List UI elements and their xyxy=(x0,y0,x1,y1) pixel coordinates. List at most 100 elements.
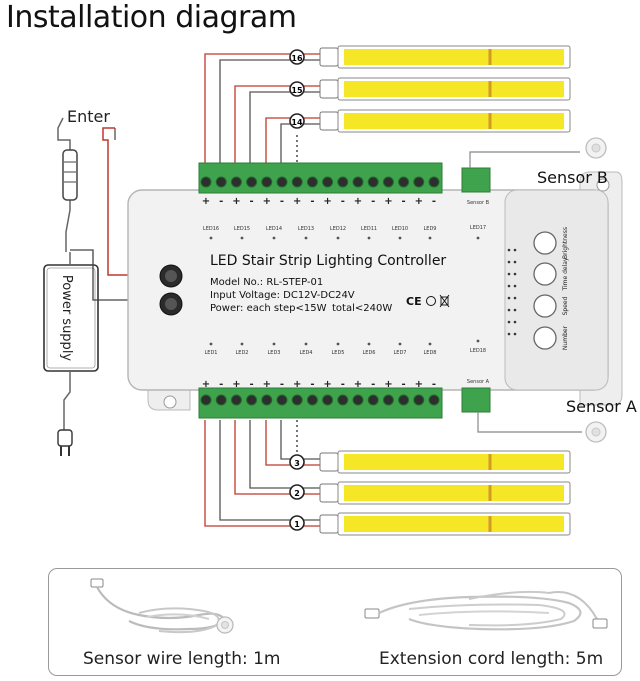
led-strip-14 xyxy=(319,109,571,133)
terminal-top-screw[interactable] xyxy=(413,176,425,188)
terminal-bottom-screw[interactable] xyxy=(200,394,212,406)
svg-text:1: 1 xyxy=(294,520,300,529)
svg-text:Brightness: Brightness xyxy=(562,227,569,259)
led-strip-1 xyxy=(319,512,571,536)
dc-plug-icon xyxy=(62,149,78,201)
terminal-bottom-screw[interactable] xyxy=(367,394,379,406)
led-label-3: LED3 xyxy=(268,350,281,356)
recycle-icon xyxy=(426,296,436,306)
terminal-bottom-screw[interactable] xyxy=(306,394,318,406)
plus-sign: + xyxy=(293,379,301,390)
terminal-top-screw[interactable] xyxy=(306,176,318,188)
plus-sign: + xyxy=(202,379,210,390)
controller-voltage: Input Voltage: DC12V-DC24V xyxy=(210,290,355,301)
step-badge-2: 2 xyxy=(289,484,305,500)
terminal-bottom-screw[interactable] xyxy=(413,394,425,406)
sensor-b-terminal xyxy=(461,167,491,193)
svg-text:Speed: Speed xyxy=(562,296,569,315)
time-delay-button[interactable]: Time delay xyxy=(533,257,569,292)
led-strip-3 xyxy=(319,450,571,474)
led-label-16: LED16 xyxy=(203,226,219,232)
enter-label: Enter xyxy=(67,107,110,126)
led-label-7: LED7 xyxy=(394,350,407,356)
led-label-10: LED10 xyxy=(392,226,408,232)
step-badge-1: 1 xyxy=(289,515,305,531)
svg-text:2: 2 xyxy=(294,489,300,498)
terminal-bottom-screw[interactable] xyxy=(261,394,273,406)
minus-sign: - xyxy=(432,379,436,390)
brightness-button[interactable]: Brightness xyxy=(533,227,569,259)
led-strip-15 xyxy=(319,77,571,101)
minus-sign: - xyxy=(310,196,314,207)
terminal-top-screw[interactable] xyxy=(276,176,288,188)
svg-text:14: 14 xyxy=(291,118,303,127)
minus-sign: - xyxy=(341,196,345,207)
svg-text:Time delay: Time delay xyxy=(562,257,569,291)
minus-sign: - xyxy=(250,196,254,207)
page-title: Installation diagram xyxy=(6,0,297,35)
sensor-wire-coil-icon xyxy=(90,578,234,634)
number-button[interactable]: Number xyxy=(533,325,569,350)
svg-text:16: 16 xyxy=(291,54,303,63)
plus-sign: + xyxy=(263,379,271,390)
plus-sign: + xyxy=(354,379,362,390)
terminal-bottom-screw[interactable] xyxy=(352,394,364,406)
led-label-13: LED13 xyxy=(298,226,314,232)
plus-sign: + xyxy=(232,196,240,207)
terminal-top-screw[interactable] xyxy=(200,176,212,188)
minus-sign: - xyxy=(219,379,223,390)
terminal-top-screw[interactable] xyxy=(246,176,258,188)
terminal-bottom-screw[interactable] xyxy=(230,394,242,406)
terminal-block-top xyxy=(198,162,443,194)
terminal-top-screw[interactable] xyxy=(428,176,440,188)
terminal-top-screw[interactable] xyxy=(337,176,349,188)
led-label-12: LED12 xyxy=(330,226,346,232)
plus-sign: + xyxy=(323,379,331,390)
terminal-bottom-screw[interactable] xyxy=(246,394,258,406)
plus-sign: + xyxy=(323,196,331,207)
terminal-bottom-screw[interactable] xyxy=(382,394,394,406)
speed-button[interactable]: Speed xyxy=(533,294,569,318)
terminal-top-screw[interactable] xyxy=(398,176,410,188)
terminal-top-screw[interactable] xyxy=(322,176,334,188)
terminal-top-screw[interactable] xyxy=(230,176,242,188)
terminal-top-screw[interactable] xyxy=(291,176,303,188)
ce-mark: CE xyxy=(406,295,422,308)
step-badge-3: 3 xyxy=(289,454,305,470)
sensor-a-label: Sensor A xyxy=(566,397,637,416)
weee-bin-icon xyxy=(439,294,450,308)
led-label-5: LED5 xyxy=(332,350,345,356)
led-label-15: LED15 xyxy=(234,226,250,232)
minus-sign: - xyxy=(341,379,345,390)
led-label-1: LED1 xyxy=(205,350,218,356)
terminal-top-screw[interactable] xyxy=(382,176,394,188)
plus-sign: + xyxy=(384,196,392,207)
sensor-wire-caption: Sensor wire length: 1m xyxy=(83,649,281,669)
terminal-bottom-screw[interactable] xyxy=(276,394,288,406)
terminal-top-screw[interactable] xyxy=(261,176,273,188)
minus-sign: - xyxy=(310,379,314,390)
terminal-bottom-screw[interactable] xyxy=(291,394,303,406)
controller-model: Model No.: RL-STEP-01 xyxy=(210,277,323,288)
plus-sign: + xyxy=(415,379,423,390)
led-label-11: LED11 xyxy=(361,226,377,232)
terminal-bottom-screw[interactable] xyxy=(322,394,334,406)
terminal-top-screw[interactable] xyxy=(367,176,379,188)
terminal-bottom-screw[interactable] xyxy=(428,394,440,406)
terminal-bottom-screw[interactable] xyxy=(337,394,349,406)
plus-sign: + xyxy=(232,379,240,390)
terminal-top-screw[interactable] xyxy=(215,176,227,188)
terminal-top-screw[interactable] xyxy=(352,176,364,188)
minus-sign: - xyxy=(250,379,254,390)
led-strip-16 xyxy=(319,45,571,69)
led-label-14: LED14 xyxy=(266,226,282,232)
plus-sign: + xyxy=(263,196,271,207)
sensor-b-icon xyxy=(585,137,607,159)
minus-sign: - xyxy=(432,196,436,207)
terminal-bottom-screw[interactable] xyxy=(215,394,227,406)
minus-sign: - xyxy=(371,379,375,390)
led-label-6: LED6 xyxy=(363,350,376,356)
terminal-bottom-screw[interactable] xyxy=(398,394,410,406)
led-label-4: LED4 xyxy=(300,350,313,356)
